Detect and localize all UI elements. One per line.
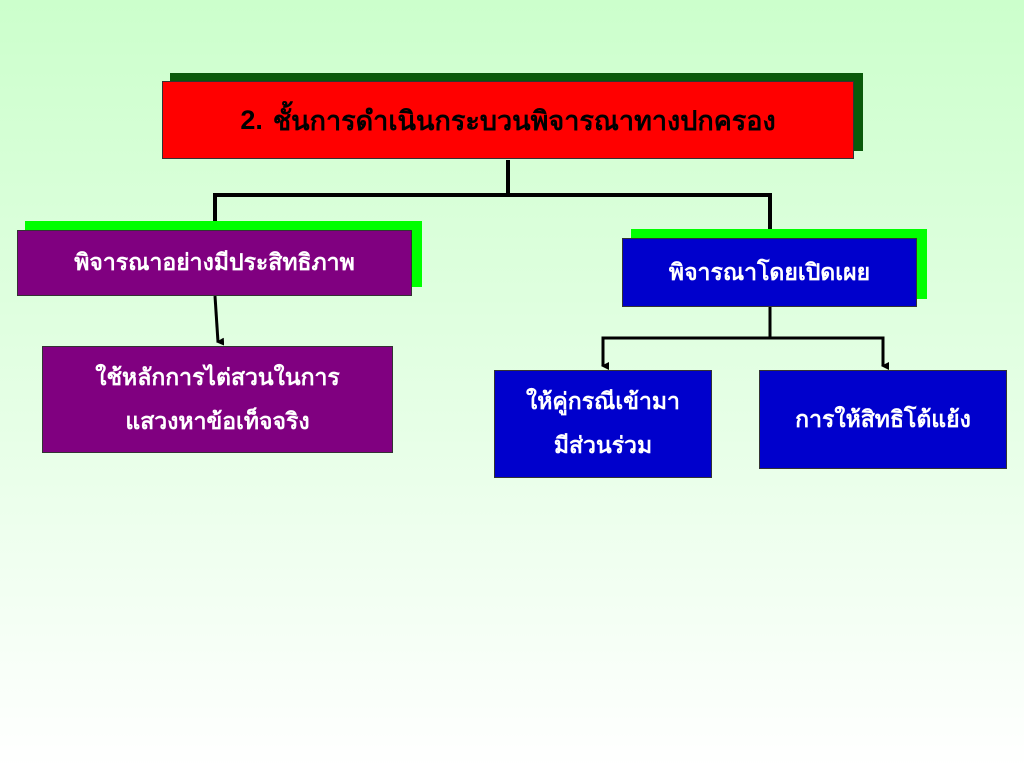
- left-node-title: พิจารณาอย่างมีประสิทธิภาพ: [74, 250, 355, 276]
- right-child-1-line1: ให้คู่กรณีเข้ามา: [526, 389, 680, 415]
- left-node: พิจารณาอย่างมีประสิทธิภาพ: [17, 230, 412, 296]
- right-connector: [601, 307, 889, 370]
- right-node: พิจารณาโดยเปิดเผย: [622, 238, 917, 307]
- right-child-node-2: การให้สิทธิโต้แย้ง: [759, 370, 1007, 469]
- right-child-node-1: ให้คู่กรณีเข้ามา มีส่วนร่วม: [494, 370, 712, 478]
- right-child-2-line1: การให้สิทธิโต้แย้ง: [795, 406, 971, 433]
- root-node-title: ชั้นการดำเนินกระบวนพิจารณาทางปกครอง: [272, 105, 776, 137]
- root-node: 2. ชั้นการดำเนินกระบวนพิจารณาทางปกครอง: [162, 81, 854, 159]
- left-child-node: ใช้หลักการไต่สวนในการ แสวงหาข้อเท็จจริง: [42, 346, 393, 453]
- left-child-line2: แสวงหาข้อเท็จจริง: [125, 408, 310, 435]
- root-node-number: 2.: [240, 104, 263, 135]
- left-connector: [213, 295, 225, 346]
- right-child-1-line2: มีส่วนร่วม: [553, 433, 653, 459]
- left-child-line1: ใช้หลักการไต่สวนในการ: [95, 364, 340, 391]
- right-node-title: พิจารณาโดยเปิดเผย: [668, 259, 871, 286]
- root-connector: [213, 160, 776, 238]
